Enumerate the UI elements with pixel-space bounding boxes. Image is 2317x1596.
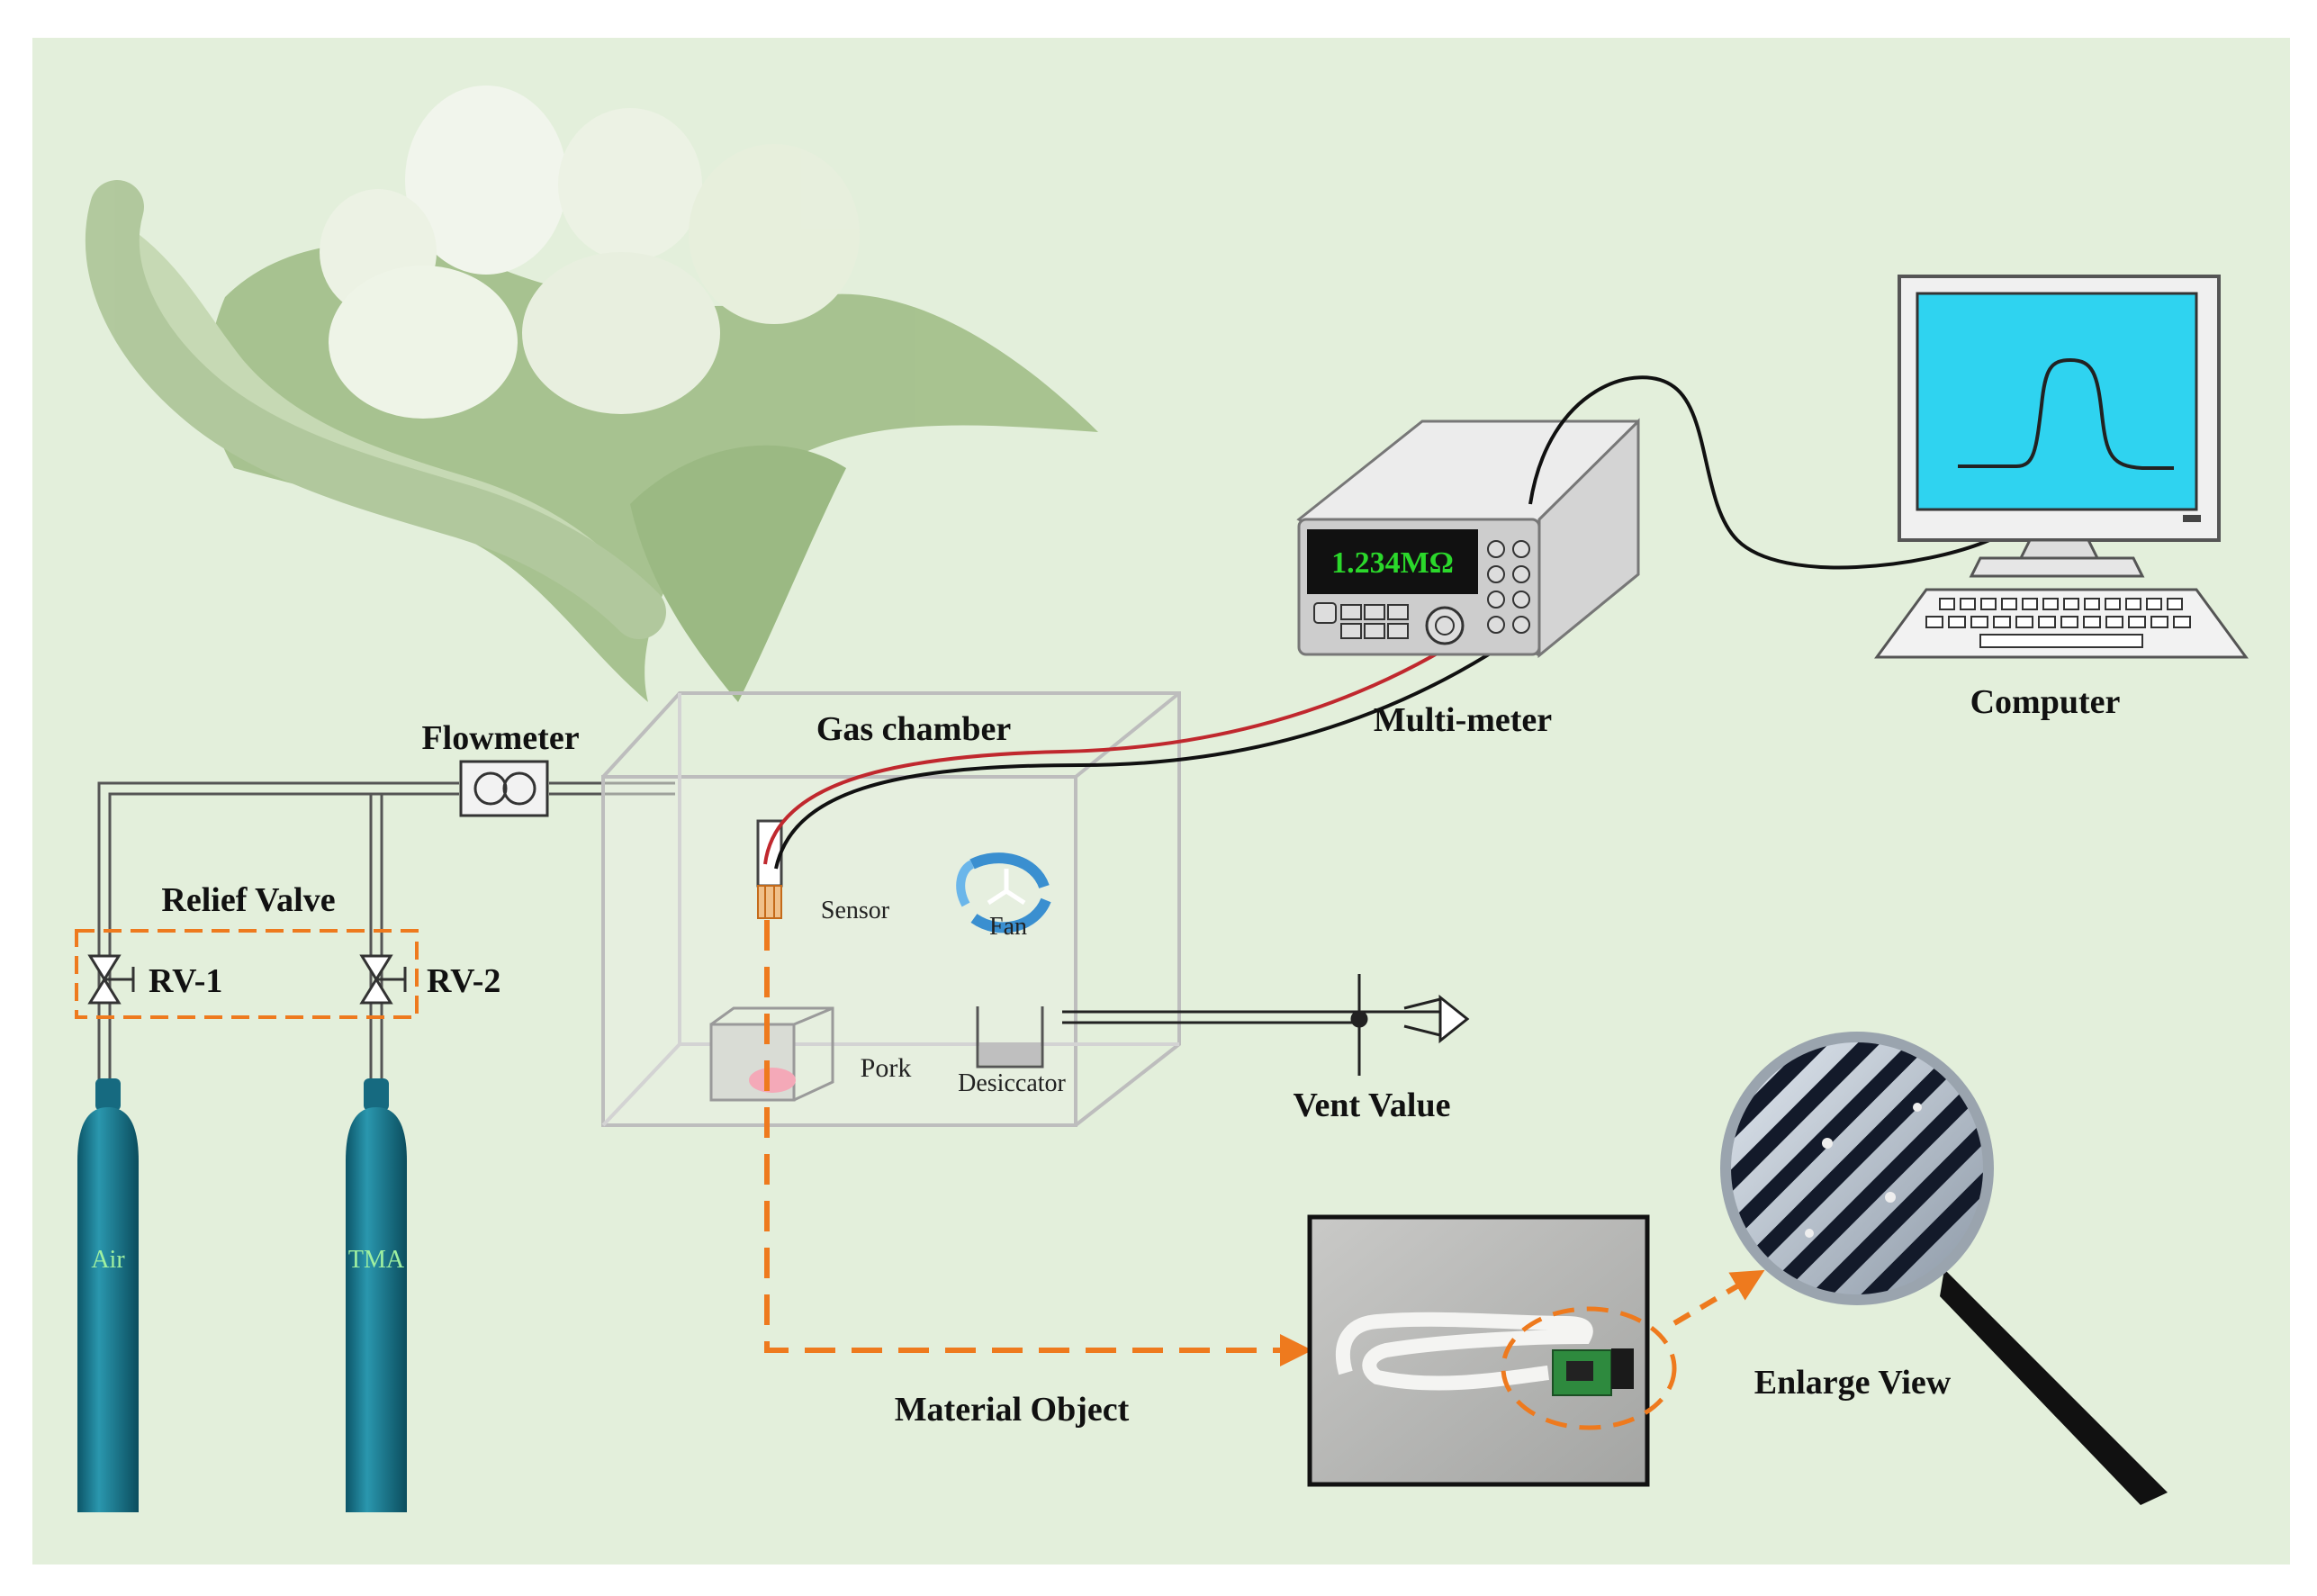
pork-container [709,1006,834,1102]
air-cylinder-label: Air [91,1246,125,1274]
material-object-label: Material Object [895,1391,1130,1429]
rv-2-label: RV-2 [427,962,500,1000]
multimeter [1296,418,1640,659]
computer-cable [1528,375,1990,570]
relief-valve-label: Relief Valve [161,881,335,919]
sensor-label: Sensor [821,897,890,924]
multimeter-display-reading: 1.234MΩ [1331,546,1454,580]
magnifier-icon [1720,1032,2168,1505]
material-object-photo [1307,1214,1650,1487]
flowmeter [459,760,549,817]
vent-value-label: Vent Value [1294,1087,1451,1124]
pork-label: Pork [861,1053,912,1083]
fan-label: Fan [989,913,1027,941]
tma-cylinder-label: TMA [348,1246,405,1274]
vent-line [1062,974,1470,1076]
chip-highlight-ellipse [1501,1306,1677,1430]
multimeter-label: Multi-meter [1374,701,1552,739]
fan-icon [956,852,1051,933]
air-cylinder [77,1078,139,1512]
enlarge-view-arrow [1672,1269,1765,1326]
computer [1874,275,2249,659]
relief-valve-box [75,929,419,1019]
gas-chamber-label: Gas chamber [816,710,1012,748]
rv-1-label: RV-1 [149,962,222,1000]
valve-rv-2 [359,954,407,1005]
response-curve [1958,357,2174,470]
desiccator-label: Desiccator [958,1069,1066,1097]
electrode-stripes [1731,1042,1983,1294]
silkworm-cocoon-illustration [85,86,1099,702]
tma-cylinder [346,1078,407,1512]
computer-label: Computer [1970,683,2121,721]
flowmeter-label: Flowmeter [421,719,579,757]
sensor-wires [763,603,1528,870]
valve-rv-1 [87,954,135,1005]
enlarge-view-label: Enlarge View [1754,1364,1952,1402]
material-object-arrow [764,920,1312,1366]
sensor [756,819,783,919]
desiccator [976,1006,1044,1069]
